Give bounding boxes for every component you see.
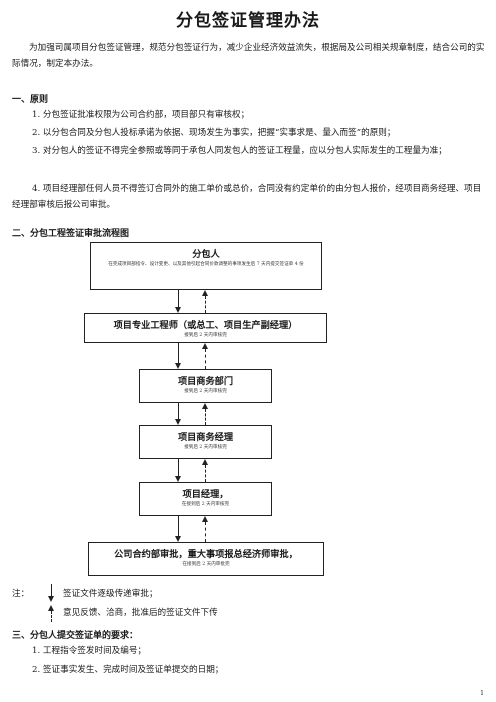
- flow-box-contract-dept: 公司合约部审批，重大事项报总经济师审批， 在接到后 2 天内审批完: [88, 542, 324, 576]
- arrow-down-icon: [48, 596, 54, 602]
- section1-heading: 一、原则: [12, 95, 49, 105]
- flow-arrow-down: [178, 516, 179, 536]
- requirement-item-1: 1. 工程指令签发时间及编号；: [32, 646, 147, 656]
- arrow-down-icon: [175, 536, 181, 542]
- flow-box-engineer: 项目专业工程师（或总工、项目生产副经理） 接到后 2 天内审核完: [84, 313, 327, 343]
- flow-arrow-up: [205, 409, 206, 425]
- arrow-down-icon: [175, 419, 181, 425]
- flow-box-subcontractor: 分包人 在完成项目部指令、设计变更、以及其他引起合同价款调整的事项发生后 7 天…: [90, 242, 322, 290]
- note-label: 注：: [12, 589, 30, 599]
- flow-box-title: 项目商务经理: [177, 432, 234, 443]
- flow-box-title: 公司合约部审批，重大事项报总经济师审批，: [114, 549, 298, 560]
- flow-box-subtitle: 在接到后 2 天内审批完: [182, 562, 230, 567]
- flow-arrow-up: [205, 465, 206, 482]
- intro-paragraph: 为加强司属项目分包签证管理，规范分包签证行为，减少企业经济效益流失，根据局及公司…: [12, 43, 485, 69]
- flow-box-commerce-manager: 项目商务经理 接到后 2 天内审核完: [139, 425, 272, 459]
- legend-down-text: 签证文件逐级传递审批；: [63, 589, 158, 599]
- flow-arrow-down: [178, 290, 179, 307]
- flow-box-subtitle: 接到后 2 天内审核完: [184, 333, 227, 338]
- arrow-up-icon: [202, 290, 208, 296]
- section2-heading: 二、分包工程签证审批流程图: [12, 229, 130, 239]
- flow-arrow-up: [205, 522, 206, 542]
- flow-box-title: 项目商务部门: [177, 376, 234, 387]
- principle-item-1: 1. 分包签证批准权限为公司合约部，项目部只有审核权；: [32, 110, 250, 120]
- flow-box-title: 分包人: [192, 249, 220, 260]
- principle-item-2: 2. 以分包合同及分包人投标承诺为依据、现场发生为事实，把握“实事求是、量入而签…: [32, 128, 396, 138]
- flow-arrow-up: [205, 296, 206, 313]
- flow-box-subtitle: 接到后 2 天内审核完: [184, 389, 227, 394]
- flow-arrow-down: [178, 403, 179, 419]
- arrow-down-icon: [175, 363, 181, 369]
- flow-box-subtitle: 在完成项目部指令、设计变更、以及其他引起合同价款调整的事项发生后 7 天内提交签…: [108, 262, 304, 267]
- arrow-down-icon: [175, 307, 181, 313]
- flow-box-subtitle: 接到后 2 天内审核完: [184, 445, 227, 450]
- flow-arrow-down: [178, 459, 179, 476]
- arrow-up-icon: [202, 343, 208, 349]
- principle-item-4: 4. 项目经理部任何人员不得签订合同外的施工单价或总价，合同没有约定单价的由分包…: [12, 184, 482, 210]
- flow-box-commerce-dept: 项目商务部门 接到后 2 天内审核完: [139, 369, 272, 403]
- flow-box-project-manager: 项目经理， 在接到后 2 天内审核完: [139, 482, 272, 516]
- flow-arrow-down: [178, 343, 179, 363]
- flow-box-title: 项目专业工程师（或总工、项目生产副经理）: [113, 320, 298, 331]
- flow-arrow-up: [205, 349, 206, 369]
- flow-box-subtitle: 在接到后 2 天内审核完: [181, 502, 230, 507]
- arrow-up-icon: [202, 403, 208, 409]
- arrow-up-icon: [202, 459, 208, 465]
- page-number: 1: [480, 690, 484, 697]
- principle-item-3: 3. 对分包人的签证不得完全参照或等同于承包人同发包人的签证工程量，应以分包人实…: [32, 146, 447, 156]
- arrow-up-icon: [202, 516, 208, 522]
- requirement-item-2: 2. 签证事实发生、完成时间及签证单提交的日期；: [32, 665, 224, 675]
- arrow-down-icon: [175, 476, 181, 482]
- document-title: 分包签证管理办法: [176, 11, 320, 31]
- section3-heading: 三、分包人提交签证单的要求：: [12, 631, 139, 641]
- flow-box-title: 项目经理，: [182, 489, 229, 500]
- legend-dashed-line: [51, 611, 52, 622]
- legend-solid-line: [51, 584, 52, 597]
- legend-up-text: 意见反馈、洽商，批准后的签证文件下传: [63, 608, 218, 618]
- arrow-up-icon: [48, 605, 54, 611]
